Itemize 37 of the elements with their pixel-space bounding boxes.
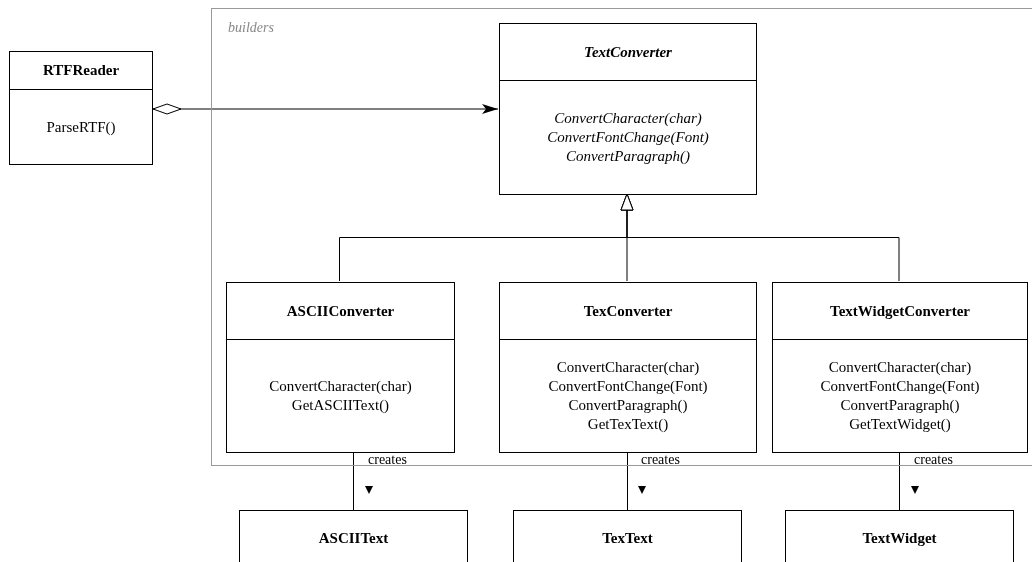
class-box [499, 23, 757, 195]
arrow [152, 103, 499, 115]
method-name: ConvertCharacter(char) [554, 109, 702, 128]
method-name: ConvertCharacter(char) [269, 377, 412, 396]
method-name: ConvertCharacter(char) [828, 358, 972, 377]
association-line [627, 451, 628, 511]
class-box [226, 282, 455, 453]
method-name: ConvertParagraph() [840, 396, 960, 415]
class-name: ASCIIConverter [286, 301, 395, 321]
method-name: GetTextWidget() [849, 415, 951, 434]
package-name: builders [228, 19, 274, 37]
method-name: ConvertCharacter(char) [556, 358, 700, 377]
method-name: GetTexText() [587, 415, 669, 434]
class-box [9, 51, 153, 165]
method-name: ConvertFontChange(Font) [547, 128, 709, 147]
method-name: ConvertFontChange(Font) [548, 377, 708, 396]
package-frame [211, 8, 1032, 466]
object-name: TexText [602, 529, 653, 548]
object-name: ASCIIText [318, 529, 389, 548]
class-name: TextWidgetConverter [830, 301, 970, 321]
method-name: GetASCIIText() [291, 396, 390, 415]
object-box [239, 510, 468, 562]
class-name: RTFReader [42, 61, 120, 81]
association-line [353, 451, 354, 511]
object-name: TextWidget [862, 529, 937, 548]
method-name: ConvertParagraph() [568, 396, 688, 415]
class-name: TextConverter [584, 42, 672, 62]
object-box [785, 510, 1014, 562]
method-name: ConvertParagraph() [565, 147, 691, 166]
method-name: ParseRTF() [46, 117, 116, 137]
object-box [513, 510, 742, 562]
method-name: ConvertFontChange(Font) [820, 377, 980, 396]
association-line [899, 451, 900, 511]
class-box [772, 282, 1028, 453]
class-name: TexConverter [583, 301, 673, 321]
arrow [620, 193, 900, 282]
class-box [499, 282, 757, 453]
